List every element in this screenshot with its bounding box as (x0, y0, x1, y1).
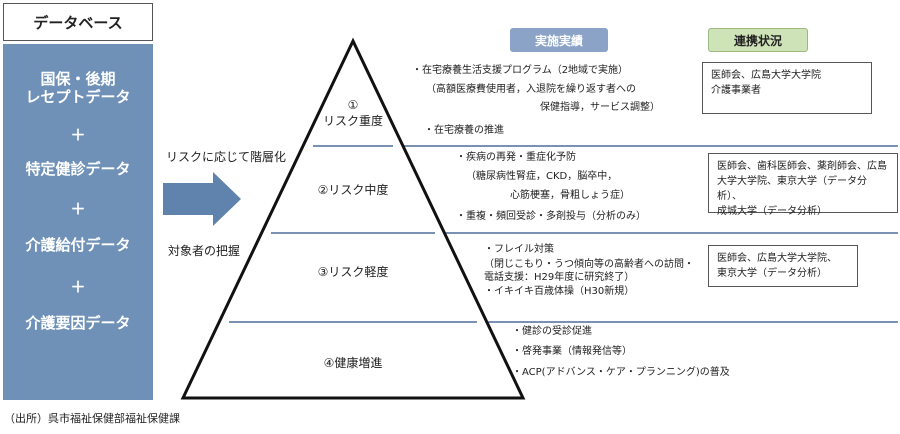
tier-1-item: ・在宅療養の推進 (424, 125, 504, 136)
tier-3-item: 電話支援：H29年度に研究終了） (484, 272, 635, 283)
db-plus-1: ＋ (70, 126, 86, 144)
tier-1-item: （高額医療費使用者，入退院を繰り返す者への (426, 84, 636, 95)
tier-2-cooperation-box: 医師会、歯科医師会、薬剤師会、広島 大学大学院、東京大学（データ分析）、 成城大… (708, 153, 898, 217)
tier-2-item: ・重複・頻回受診・多剤投与（分析のみ） (456, 211, 646, 222)
tier-3-label: ③リスク軽度 (317, 265, 389, 279)
db-item-receipt: レセプトデータ (25, 88, 131, 106)
tier-2-coop-line: 医師会、歯科医師会、薬剤師会、広島 (717, 161, 887, 172)
source-note: （出所）呉市福祉保健部福祉保健課 (4, 412, 180, 425)
tier-1-name: リスク重度 (322, 114, 383, 128)
tier-3-cooperation-box: 医師会、広島大学大学院、 東京大学（データ分析） (708, 245, 858, 287)
db-item-kokuho: 国保・後期 (40, 70, 116, 88)
tier-4-item: ・啓発事業（情報発信等） (512, 346, 632, 357)
tier-3-item: ・イキイキ百歳体操（H30新規） (484, 286, 635, 297)
tier-4-item: ・ACP(アドバンス・ケア・プランニング)の普及 (512, 367, 730, 378)
implementation-header: 実施実績 (510, 28, 608, 52)
db-item-tokutei: 特定健診データ (25, 160, 131, 178)
arrow-bottom-label: 対象者の把握 (168, 244, 241, 258)
tier-1-coop-line: 医師会、広島大学大学院 (711, 70, 821, 81)
tier-1-number: ① (347, 98, 359, 112)
tier-4-label: ④健康増進 (323, 356, 383, 370)
database-title: データベース (3, 3, 153, 41)
tier-1-item: ・在宅療養生活支援プログラム（2地域で実施） (412, 65, 629, 76)
cooperation-header: 連携状況 (708, 28, 808, 52)
tier-3-coop-line: 医師会、広島大学大学院、 (717, 253, 837, 264)
tier-2-coop-line: 成城大学（データ分析） (717, 206, 827, 217)
tier-3-item: （閉じこもり・うつ傾向等の高齢者への訪問・ (484, 259, 694, 270)
tier-1-label: ① リスク重度 (318, 97, 388, 129)
tier-3-item: ・フレイル対策 (484, 244, 554, 255)
db-item-kaigo-kyufu: 介護給付データ (25, 236, 131, 254)
db-plus-3: ＋ (70, 278, 86, 296)
tier-2-coop-line: 大学大学院、東京大学（データ分析）、 (717, 176, 867, 202)
db-item-kaigo-youin: 介護要因データ (25, 314, 131, 332)
tier-4-item: ・健診の受診促進 (512, 326, 592, 337)
tier-2-label: ②リスク中度 (317, 183, 389, 197)
tier-2-item: ・疾病の再発・重症化予防 (456, 152, 576, 163)
db-plus-2: ＋ (70, 200, 86, 218)
right-arrow-icon (163, 172, 241, 226)
arrow-top-label: リスクに応じて階層化 (166, 150, 287, 164)
database-panel: 国保・後期 レセプトデータ ＋ 特定健診データ ＋ 介護給付データ ＋ 介護要因… (3, 44, 153, 400)
tier-3-coop-line: 東京大学（データ分析） (717, 268, 827, 279)
tier-1-cooperation-box: 医師会、広島大学大学院 介護事業者 (702, 62, 872, 114)
tier-1-coop-line: 介護事業者 (711, 85, 761, 96)
tier-2-item: 心筋梗塞，骨粗しょう症） (510, 190, 630, 201)
pyramid-outline (180, 37, 526, 400)
tier-1-item: 保健指導，サービス調整） (540, 102, 660, 113)
tier-2-item: （糖尿病性腎症，CKD，脳卒中， (466, 171, 618, 182)
